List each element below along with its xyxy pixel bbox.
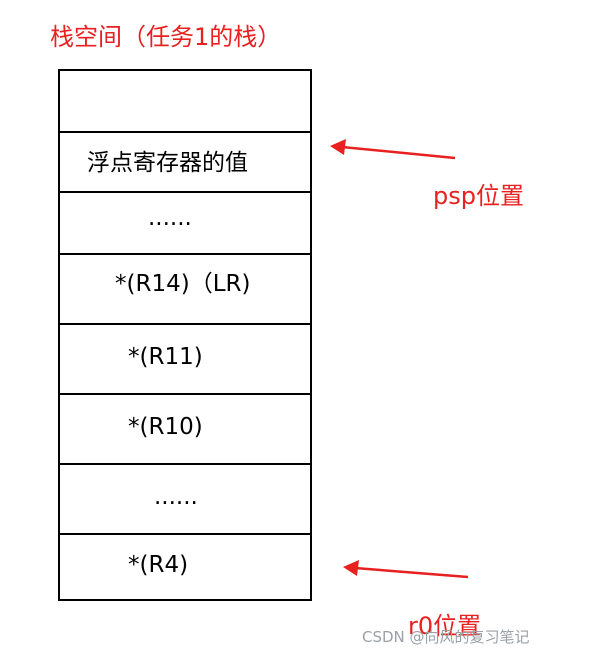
psp-pointer-label: psp位置: [433, 182, 524, 210]
stack-cell-r14-lr: *(R14)（LR): [60, 253, 310, 323]
stack-cell-ellipsis-lower: ......: [60, 463, 310, 533]
diagram-title: 栈空间（任务1的栈）: [50, 23, 282, 51]
watermark: CSDN @向风的复习笔记: [362, 628, 530, 646]
stack-cell-label: 浮点寄存器的值: [87, 150, 248, 176]
psp-arrow-icon: [330, 139, 456, 160]
stack-cell-ellipsis-upper: ......: [60, 191, 310, 253]
stack-cell-label: ......: [154, 484, 198, 510]
r0-pointer-label: r0位置: [408, 612, 482, 640]
stack-cell-label: *(R4): [128, 552, 189, 578]
stack-cell-r11: *(R11): [60, 323, 310, 393]
stack-cell-label: *(R10): [128, 414, 203, 440]
stack-cell-r10: *(R10): [60, 393, 310, 463]
r0-arrow-icon: [343, 560, 469, 579]
stack-cell-label: *(R11): [128, 344, 203, 370]
stack-cell-r4: *(R4): [60, 533, 310, 601]
stack-cell-label: ......: [148, 205, 192, 231]
stack-frame: 浮点寄存器的值 ...... *(R14)（LR) *(R11) *(R10) …: [58, 69, 312, 601]
stack-cell-fpu-registers: 浮点寄存器的值: [60, 131, 310, 191]
stack-cell-label: *(R14)（LR): [115, 271, 251, 297]
